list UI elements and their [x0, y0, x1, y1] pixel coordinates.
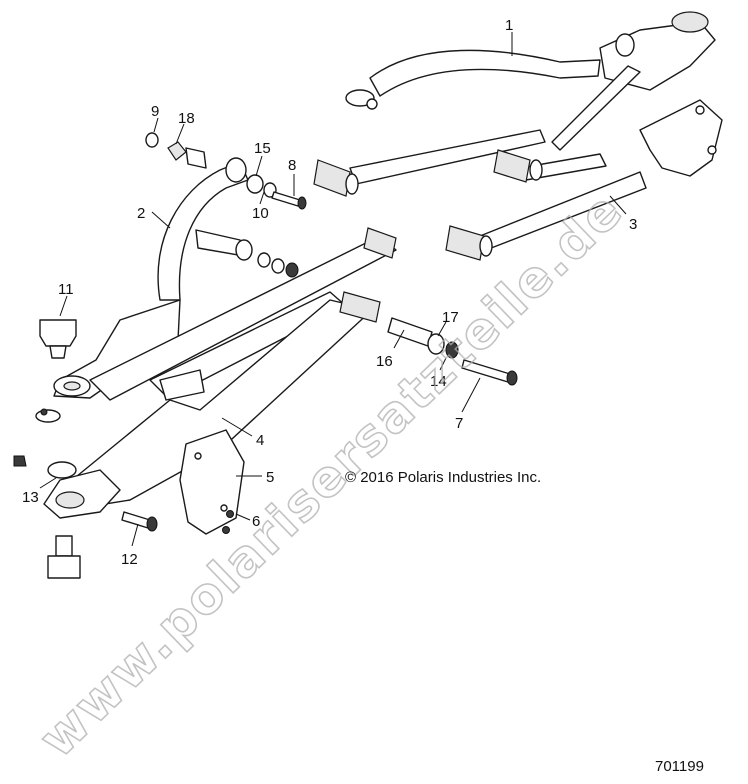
upper-a-arm-right [345, 11, 716, 151]
leader-lines [39, 32, 627, 547]
callout-7: 7 [455, 415, 463, 432]
callout-10: 10 [252, 205, 269, 222]
callout-1: 1 [505, 17, 513, 34]
callout-14: 14 [430, 373, 447, 390]
callout-11: 11 [58, 281, 74, 298]
callout-13: 13 [22, 489, 39, 506]
callout-12: 12 [121, 551, 138, 568]
upper-a-arm-left [53, 157, 253, 399]
callout-2: 2 [137, 205, 145, 222]
callout-16: 16 [376, 353, 393, 370]
callout-17: 17 [442, 309, 459, 326]
copyright-notice: © 2016 Polaris Industries Inc. [345, 469, 542, 486]
callout-15: 15 [254, 140, 271, 157]
hardware [13, 132, 518, 579]
callout-9: 9 [151, 103, 159, 120]
lower-a-arm-left [43, 227, 397, 519]
callout-6: 6 [252, 513, 260, 530]
lower-a-arm-right [313, 99, 723, 261]
callout-3: 3 [629, 216, 637, 233]
callout-labels: 1 2 3 4 5 6 7 8 9 10 11 12 13 14 15 16 1… [22, 17, 637, 568]
document-number: 701199 [655, 758, 704, 775]
callout-4: 4 [256, 432, 264, 449]
callout-5: 5 [266, 469, 274, 486]
callout-18: 18 [178, 110, 195, 127]
guard-plate [179, 429, 245, 535]
callout-8: 8 [288, 157, 296, 174]
